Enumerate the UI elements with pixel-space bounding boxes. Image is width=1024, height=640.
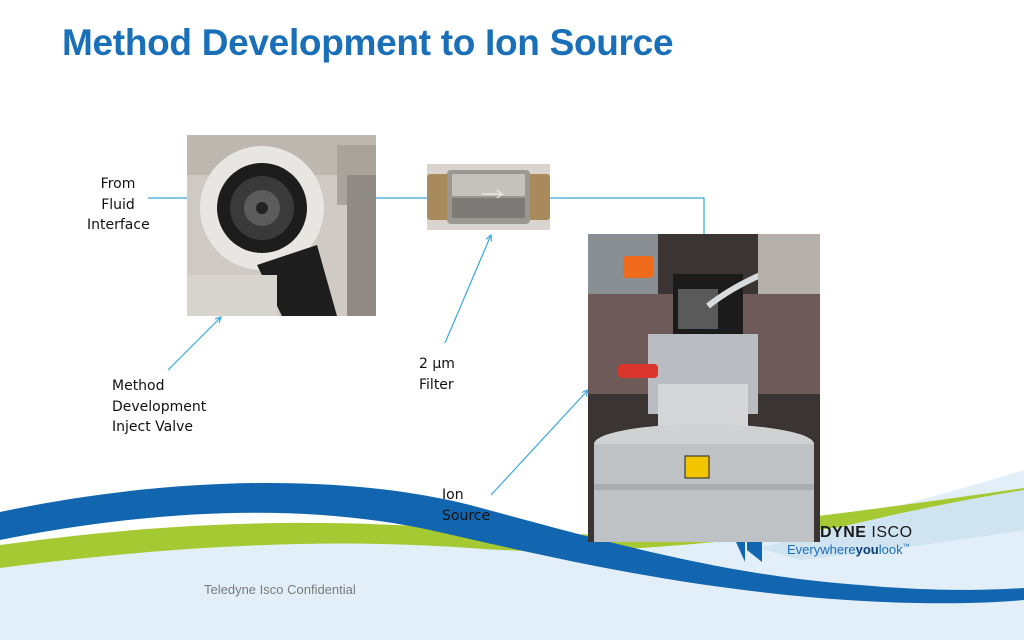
label-line: Filter bbox=[419, 376, 454, 393]
label-line: Development bbox=[112, 398, 207, 415]
tagline-tm: ™ bbox=[902, 543, 910, 551]
swoosh-light-band bbox=[0, 470, 1024, 640]
swoosh-blue-band bbox=[0, 482, 1024, 604]
label-line: 2 µm bbox=[419, 356, 455, 372]
label-line: Inject Valve bbox=[112, 419, 193, 435]
ion-source-photo bbox=[588, 234, 820, 542]
inject-valve-photo bbox=[187, 135, 376, 316]
filter-photo bbox=[427, 164, 550, 230]
tagline-pre: Everywhere bbox=[787, 542, 856, 557]
label-line: Interface bbox=[87, 217, 150, 233]
tagline-post: look bbox=[878, 542, 903, 557]
label-line: Ion bbox=[442, 487, 464, 503]
slide-title: Method Development to Ion Source bbox=[62, 22, 674, 63]
filter-arrow bbox=[444, 235, 491, 344]
swoosh-light-blue-edge bbox=[760, 490, 1024, 560]
brand-light: ISCO bbox=[871, 524, 913, 541]
brand-bold: DYNE bbox=[820, 524, 867, 541]
label-line: Method bbox=[112, 378, 165, 394]
label-from-fluid-interface: From Fluid Interface bbox=[87, 174, 150, 236]
brand-name: DYNE ISCO bbox=[820, 524, 913, 542]
tagline-bold: you bbox=[855, 542, 879, 557]
label-line: From bbox=[100, 176, 136, 192]
label-ion-source: Ion Source bbox=[442, 485, 490, 526]
teledyne-logo-icon bbox=[736, 542, 762, 562]
label-line: Fluid bbox=[101, 196, 135, 213]
footer-confidential: Teledyne Isco Confidential bbox=[204, 582, 356, 597]
label-line: Source bbox=[442, 507, 491, 524]
ion-source-arrow bbox=[490, 390, 588, 496]
inject-valve-arrow bbox=[167, 317, 221, 371]
filter-to-source-line bbox=[550, 197, 705, 234]
brand-tagline: Everywhereyoulook™ bbox=[787, 542, 910, 557]
label-method-development-inject-valve: Method Development Inject Valve bbox=[112, 376, 206, 438]
label-filter: 2 µm Filter bbox=[419, 354, 455, 395]
